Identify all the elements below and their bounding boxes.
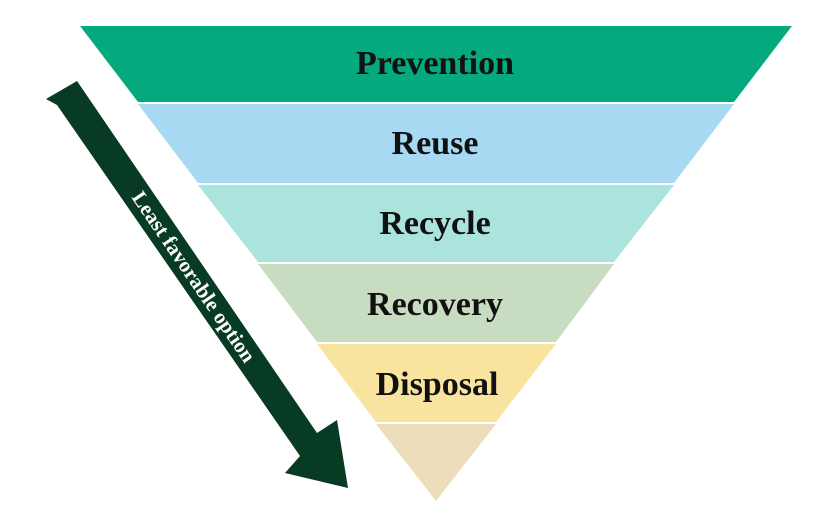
layer-recycle-band <box>198 185 674 262</box>
layer-recovery-label: Recovery <box>367 286 503 323</box>
layer-recovery-band <box>258 264 614 342</box>
arrow-shape <box>46 81 348 488</box>
layer-prevention: Prevention <box>80 26 792 102</box>
layer-reuse: Reuse <box>138 104 734 183</box>
layer-recycle-label: Recycle <box>379 205 490 242</box>
layer-disposal-band <box>317 344 556 422</box>
layer-disposal-label: Disposal <box>376 366 499 403</box>
layer-reuse-band <box>138 104 734 183</box>
layer-reuse-label: Reuse <box>392 125 479 162</box>
layer-disposal: Disposal <box>317 344 556 422</box>
layer-tip-band <box>376 424 496 501</box>
layer-recycle: Recycle <box>198 185 674 262</box>
layer-prevention-band <box>80 26 792 102</box>
layer-recovery: Recovery <box>258 264 614 342</box>
layer-tip <box>376 424 496 501</box>
layer-prevention-label: Prevention <box>356 45 514 82</box>
